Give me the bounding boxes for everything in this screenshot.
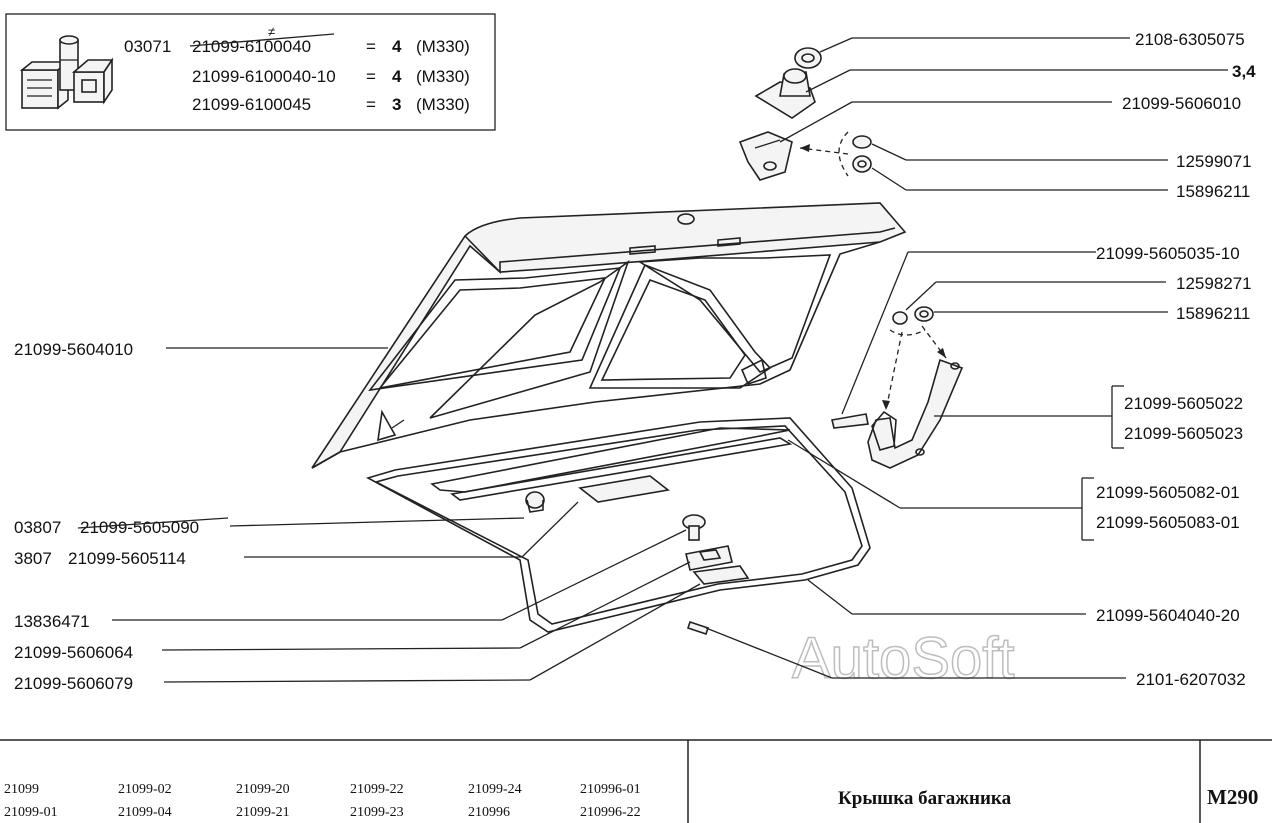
model-3: 21099-02	[118, 782, 172, 797]
label-plate: 21099-5605114	[68, 549, 186, 568]
latch-part	[685, 545, 733, 571]
section-code: M290	[1207, 785, 1258, 809]
kit-row-2-qty: 4	[392, 67, 402, 86]
model-6: 21099-21	[236, 805, 290, 820]
label-washer-hinge: 12598271	[1176, 274, 1252, 293]
label-plate-prefix: 3807	[14, 549, 52, 568]
strike-line	[77, 517, 229, 529]
label-torsion-left: 21099-5605082-01	[1096, 483, 1240, 502]
model-11: 210996-01	[580, 782, 641, 797]
label-latch: 21099-5606064	[14, 643, 133, 662]
kit-rows: 03071 21099-6100040 ≠ = 4 (М330) 21099-6…	[124, 24, 470, 114]
kit-row-1-qty: 4	[392, 37, 402, 56]
watermark: AutoSoft	[792, 626, 1014, 691]
label-bumper: 21099-5605090	[80, 518, 199, 537]
label-lock-assembly: 3,4	[1232, 62, 1256, 81]
revision-mark: ≠	[268, 24, 275, 39]
model-9: 21099-24	[468, 782, 522, 797]
label-lid: 21099-5604010	[14, 340, 133, 359]
label-washer-top: 12599071	[1176, 152, 1252, 171]
torsion-rods-drawing	[430, 427, 901, 509]
label-lock-bracket: 21099-5606079	[14, 674, 133, 693]
strike-line	[189, 33, 335, 47]
pin-part	[686, 620, 710, 636]
kit-row-1-eq: =	[366, 37, 376, 56]
kit-row-3-material: (М330)	[416, 95, 470, 114]
kit-row-3-qty: 3	[392, 95, 401, 114]
right-labels: 2108-6305075 3,4 21099-5606010 12599071 …	[1096, 30, 1256, 689]
model-7: 21099-22	[350, 782, 404, 797]
label-bolt: 13836471	[14, 612, 90, 631]
model-8: 21099-23	[350, 805, 404, 820]
label-nut-hinge: 15896211	[1176, 304, 1250, 323]
footer: 21099 21099-01 21099-02 21099-04 21099-2…	[0, 739, 1272, 823]
top-nuts-drawing	[799, 131, 872, 177]
label-bumper-prefix: 03807	[14, 518, 61, 537]
left-labels: 21099-5604010 03807 21099-5605090 3807 2…	[14, 340, 229, 693]
hinge-drawing	[831, 306, 964, 469]
kit-row-2-eq: =	[366, 67, 376, 86]
label-seal: 21099-5604040-20	[1096, 606, 1240, 625]
label-nut-top: 15896211	[1176, 182, 1250, 201]
kit-row-1-material: (М330)	[416, 37, 470, 56]
label-seal-ring: 2108-6305075	[1135, 30, 1245, 49]
right-leaders	[705, 37, 1228, 679]
seal-drawing	[365, 417, 871, 633]
bumper-part	[525, 491, 545, 513]
left-leaders	[112, 347, 701, 683]
kit-row-2-material: (М330)	[416, 67, 470, 86]
model-2: 21099-01	[4, 805, 58, 820]
kit-row-2-part: 21099-6100040-10	[192, 67, 336, 86]
model-10: 210996	[468, 805, 510, 820]
bolt-part	[682, 514, 706, 541]
plate-part	[578, 475, 670, 503]
model-4: 21099-04	[118, 805, 172, 820]
label-hinge-bolt: 21099-5605035-10	[1096, 244, 1240, 263]
label-hinge-right: 21099-5605023	[1124, 424, 1243, 443]
label-torsion-right: 21099-5605083-01	[1096, 513, 1240, 532]
kit-row-3-part: 21099-6100045	[192, 95, 311, 114]
page-title: Крышка багажника	[838, 788, 1012, 809]
kit-row-3-eq: =	[366, 95, 376, 114]
model-12: 210996-22	[580, 805, 641, 820]
label-lock-bracket-top: 21099-5606010	[1122, 94, 1241, 113]
kit-row-1-part: 21099-6100040	[192, 37, 311, 56]
lock-cylinder-drawing	[738, 47, 822, 181]
label-pin: 2101-6207032	[1136, 670, 1246, 689]
model-5: 21099-20	[236, 782, 290, 797]
lock-bracket-part	[692, 565, 750, 585]
model-1: 21099	[4, 782, 39, 797]
lubricant-kit-icon	[19, 35, 114, 110]
kit-row-1-prefix: 03071	[124, 37, 171, 56]
label-hinge-left: 21099-5605022	[1124, 394, 1243, 413]
trunk-lid-drawing	[311, 202, 907, 469]
